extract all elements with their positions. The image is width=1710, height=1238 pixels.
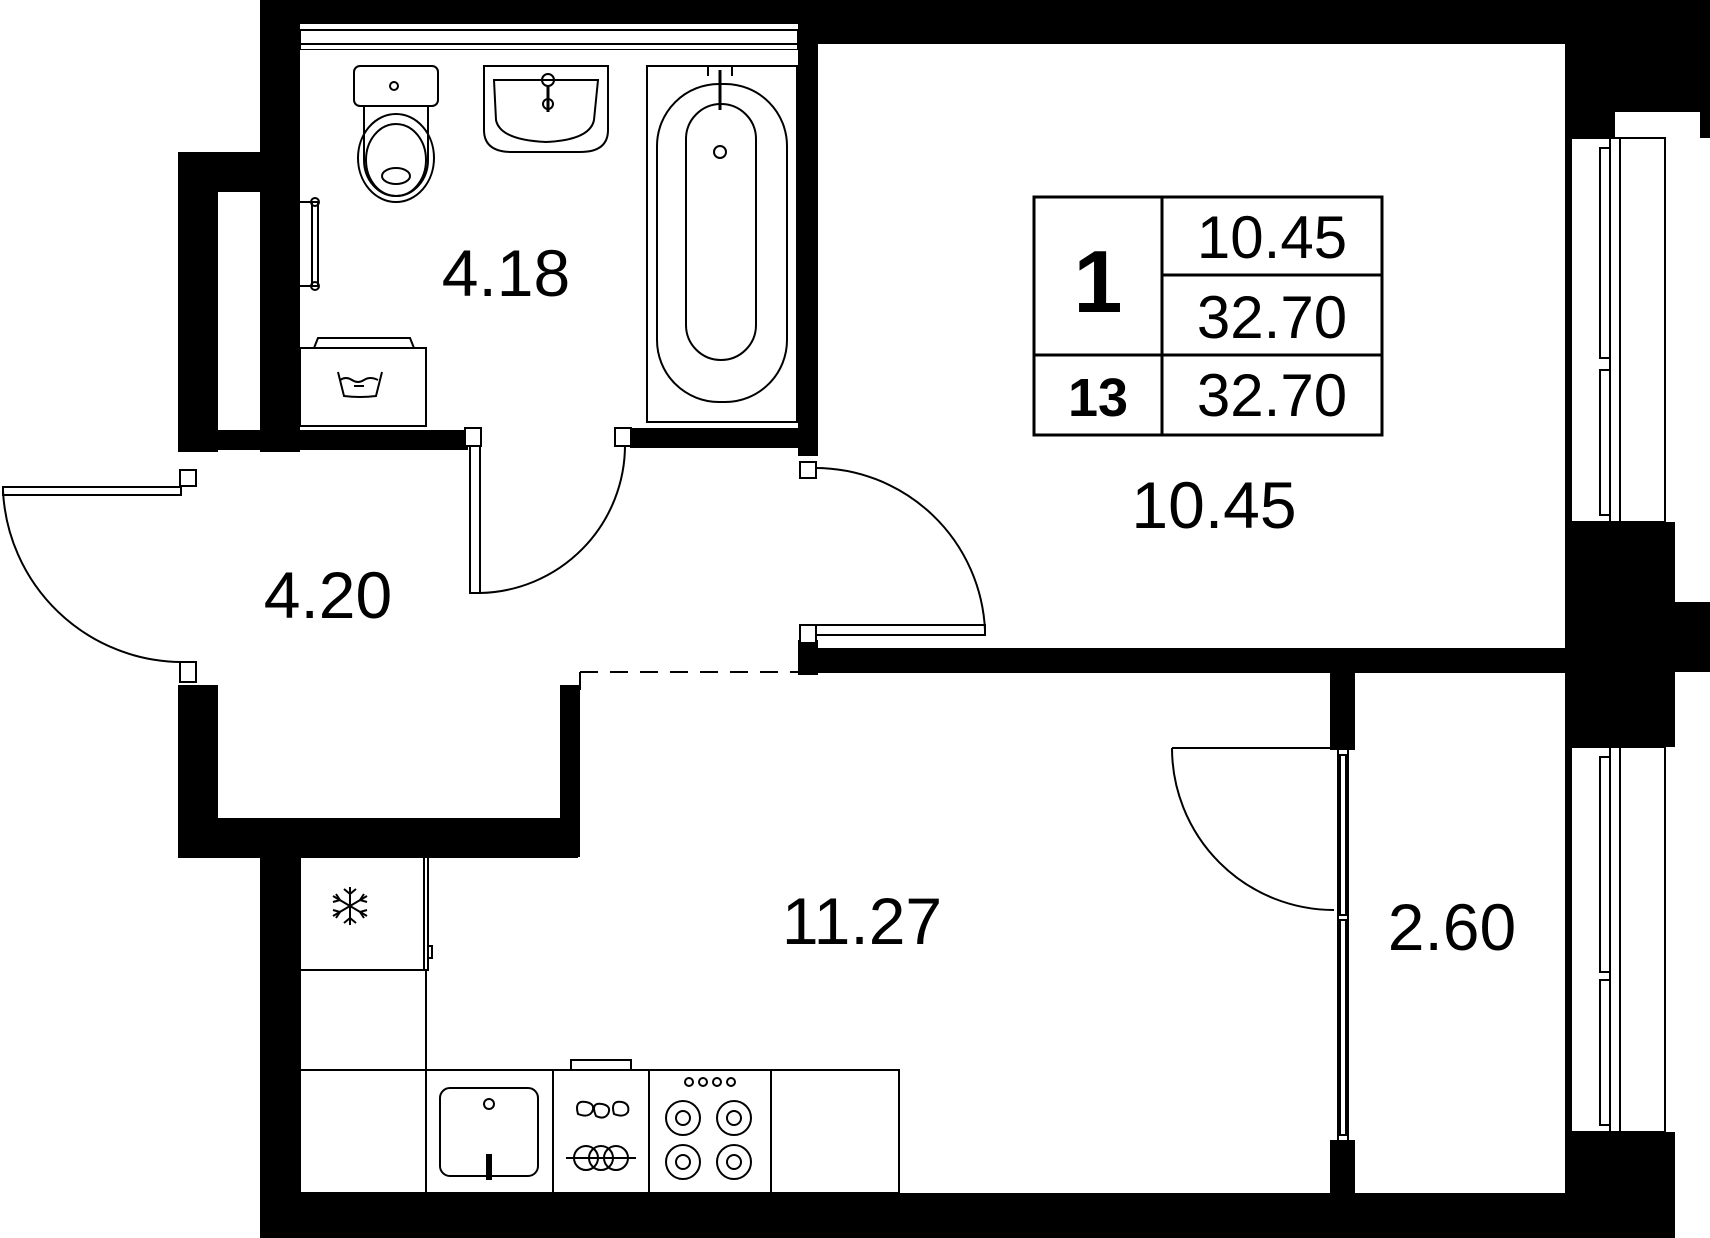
washing-symbol-icon xyxy=(337,371,383,398)
bathroom-door[interactable] xyxy=(464,427,632,594)
dishwasher xyxy=(566,1059,636,1171)
hall-area-label: 4.20 xyxy=(264,558,392,632)
sink xyxy=(483,65,609,153)
table-living-area: 10.45 xyxy=(1197,204,1347,271)
kitchen-living-area-label: 11.27 xyxy=(782,884,942,958)
floor-number: 13 xyxy=(1068,368,1128,428)
summary-table: 1 10.45 32.70 13 32.70 xyxy=(1032,195,1384,437)
bathtub xyxy=(646,65,798,423)
window-lower xyxy=(1570,746,1666,1133)
kitchen-counter xyxy=(299,844,900,1194)
cooktop xyxy=(665,1077,752,1180)
entrance-door[interactable] xyxy=(2,469,197,683)
table-total-area: 32.70 xyxy=(1197,284,1347,351)
window-upper xyxy=(1570,137,1666,523)
bathroom-area-label: 4.18 xyxy=(442,236,570,310)
balcony-door[interactable] xyxy=(1171,747,1338,911)
snowflake-icon xyxy=(332,887,368,925)
kitchen-sink xyxy=(439,1087,539,1180)
balcony-area-label: 2.60 xyxy=(1388,890,1516,964)
toilet xyxy=(353,65,439,203)
balcony-glass-partition xyxy=(1337,750,1349,1140)
towel-rail xyxy=(300,197,320,291)
walls xyxy=(178,0,1710,1238)
bedroom-door[interactable] xyxy=(799,461,986,644)
bedroom-area-label: 10.45 xyxy=(1131,468,1296,542)
rooms-count: 1 xyxy=(1074,232,1123,331)
washing-machine xyxy=(299,337,427,427)
table-total-area-balcony: 32.70 xyxy=(1197,362,1347,429)
